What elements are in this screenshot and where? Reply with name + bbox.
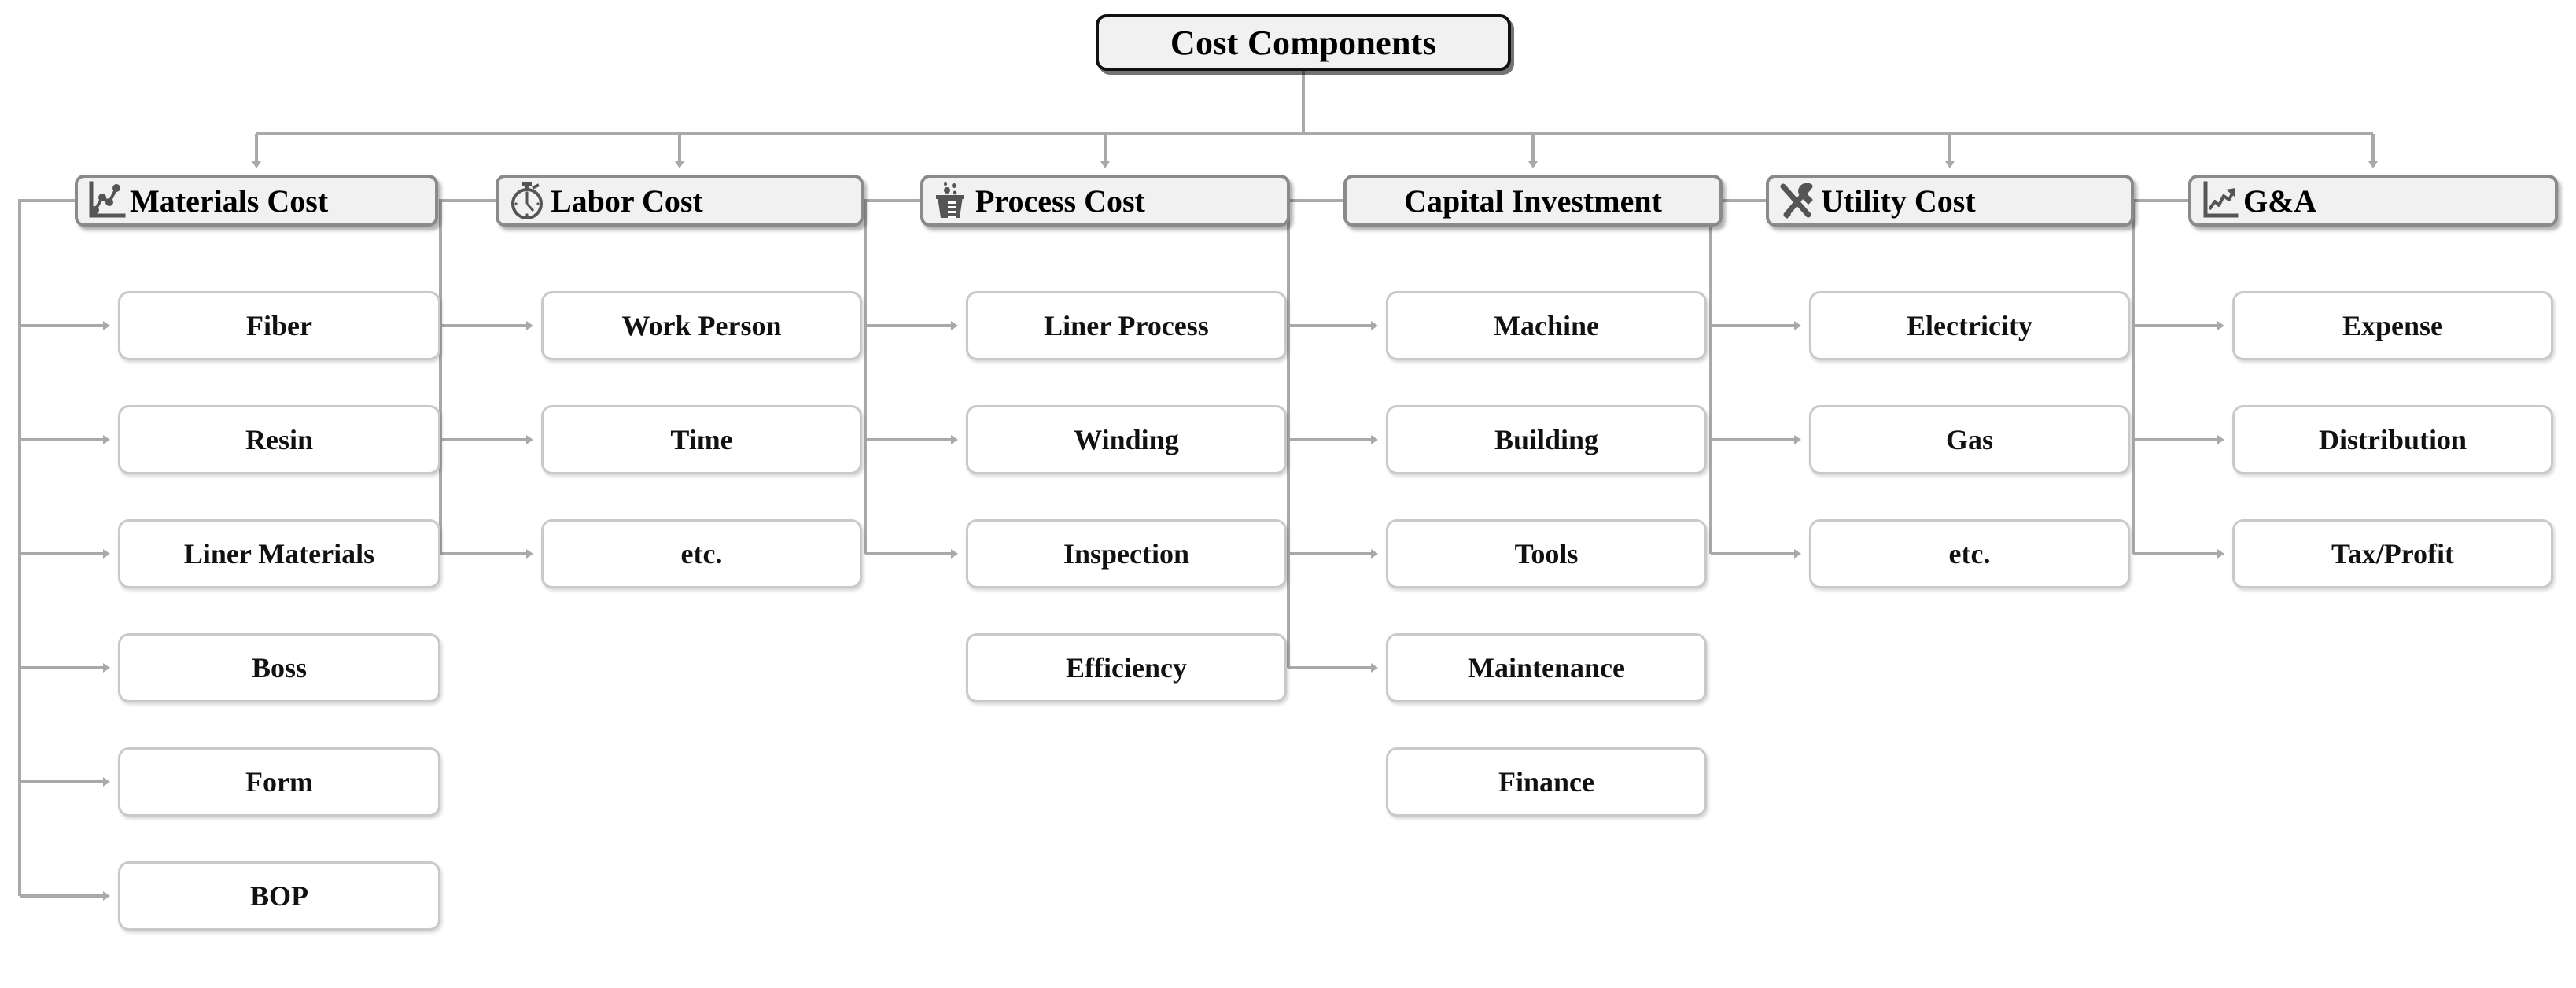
leaf-node-label: Maintenance — [1468, 652, 1625, 684]
leaf-node[interactable]: Expense — [2232, 291, 2553, 360]
leaf-node-label: Resin — [245, 424, 313, 455]
leaf-node[interactable]: Finance — [1386, 747, 1707, 817]
category-node-label: Process Cost — [975, 182, 1145, 219]
leaf-node[interactable]: Building — [1386, 405, 1707, 474]
line-chart-icon — [86, 180, 127, 221]
category-node-g-and-a[interactable]: G&A — [2188, 175, 2558, 227]
category-node-label: Utility Cost — [1821, 182, 1976, 219]
category-node-label: Capital Investment — [1404, 182, 1662, 219]
leaf-node-label: Building — [1494, 424, 1599, 455]
category-node-label: Labor Cost — [551, 182, 703, 219]
root-node-label: Cost Components — [1170, 23, 1437, 62]
leaf-node[interactable]: Distribution — [2232, 405, 2553, 474]
category-node-materials-cost[interactable]: Materials Cost — [75, 175, 438, 227]
leaf-node-label: Efficiency — [1066, 652, 1187, 684]
leaf-node-label: Inspection — [1063, 538, 1190, 570]
root-node-cost-components[interactable]: Cost Components — [1096, 14, 1511, 71]
leaf-node[interactable]: Liner Process — [966, 291, 1287, 360]
category-node-label: Materials Cost — [130, 182, 329, 219]
leaf-node[interactable]: Machine — [1386, 291, 1707, 360]
leaf-node[interactable]: Tax/Profit — [2232, 519, 2553, 588]
leaf-node[interactable]: Form — [118, 747, 440, 817]
leaf-node-label: Expense — [2342, 310, 2444, 341]
leaf-node-label: Gas — [1945, 424, 1993, 455]
leaf-node[interactable]: Fiber — [118, 291, 440, 360]
leaf-node-label: Tax/Profit — [2331, 538, 2454, 570]
leaf-node[interactable]: Gas — [1809, 405, 2130, 474]
tools-icon — [1777, 180, 1818, 221]
leaf-node-label: Fiber — [246, 310, 312, 341]
leaf-node-label: Liner Materials — [183, 538, 375, 570]
leaf-node-label: Liner Process — [1044, 310, 1209, 341]
leaf-node-label: Work Person — [621, 310, 782, 341]
leaf-node-label: etc. — [680, 538, 723, 570]
stopwatch-icon — [507, 180, 547, 221]
leaf-node-label: etc. — [1948, 538, 1991, 570]
leaf-node-label: Tools — [1514, 538, 1579, 570]
leaf-node-label: Time — [670, 424, 733, 455]
leaf-node-label: Form — [245, 766, 313, 798]
leaf-node[interactable]: Maintenance — [1386, 633, 1707, 702]
leaf-node[interactable]: Inspection — [966, 519, 1287, 588]
leaf-node[interactable]: Work Person — [541, 291, 862, 360]
leaf-node[interactable]: BOP — [118, 861, 440, 931]
leaf-node[interactable]: Boss — [118, 633, 440, 702]
leaf-node-label: Winding — [1074, 424, 1179, 455]
leaf-node-label: Machine — [1494, 310, 1599, 341]
leaf-node[interactable]: Electricity — [1809, 291, 2130, 360]
leaf-node-label: BOP — [249, 880, 308, 912]
category-node-label: G&A — [2243, 182, 2317, 219]
leaf-node[interactable]: Resin — [118, 405, 440, 474]
category-node-process-cost[interactable]: Process Cost — [920, 175, 1290, 227]
leaf-node[interactable]: etc. — [541, 519, 862, 588]
leaf-node[interactable]: Time — [541, 405, 862, 474]
leaf-node[interactable]: Efficiency — [966, 633, 1287, 702]
leaf-node-label: Boss — [251, 652, 308, 684]
leaf-node-label: Distribution — [2318, 424, 2467, 455]
trending-up-chart-icon — [2199, 180, 2240, 221]
beaker-icon — [931, 180, 972, 221]
leaf-node[interactable]: etc. — [1809, 519, 2130, 588]
leaf-node-label: Electricity — [1907, 310, 2032, 341]
category-node-utility-cost[interactable]: Utility Cost — [1766, 175, 2134, 227]
category-node-capital-investment[interactable]: Capital Investment — [1343, 175, 1723, 227]
leaf-node[interactable]: Winding — [966, 405, 1287, 474]
leaf-node[interactable]: Liner Materials — [118, 519, 440, 588]
leaf-node-label: Finance — [1498, 766, 1594, 798]
leaf-node[interactable]: Tools — [1386, 519, 1707, 588]
category-node-labor-cost[interactable]: Labor Cost — [496, 175, 864, 227]
